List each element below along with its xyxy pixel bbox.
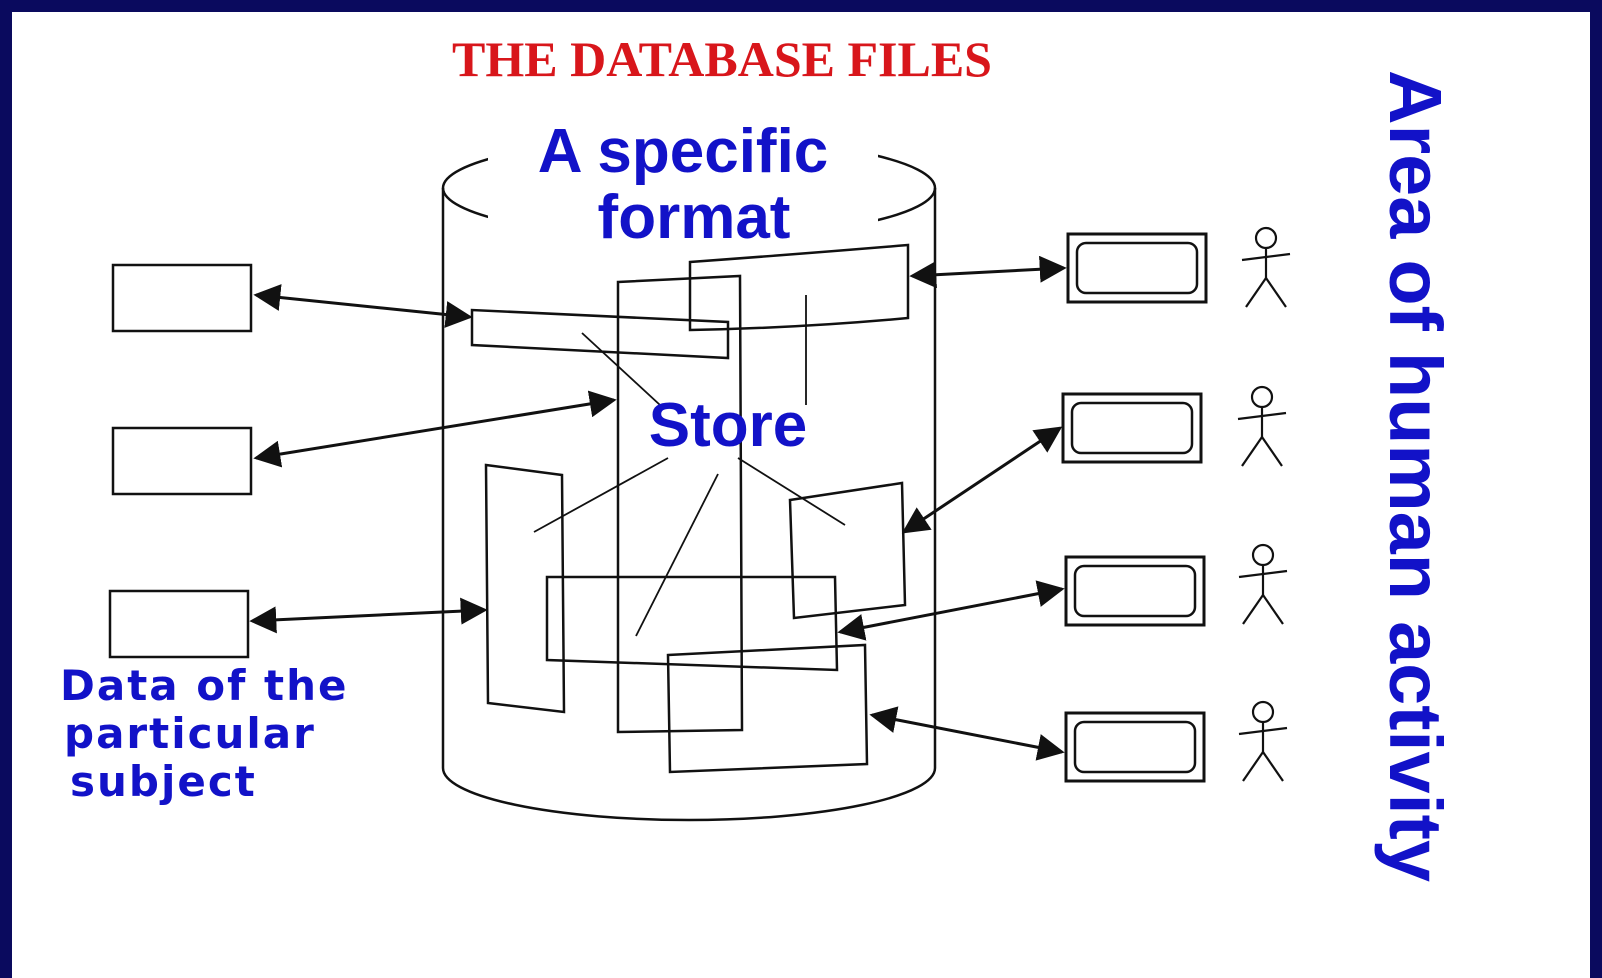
- person-icon-3: [1238, 543, 1288, 625]
- internal-file-shapes: [470, 243, 910, 774]
- arrow-db-to-terminal-1: [909, 255, 1067, 289]
- arrow-db-to-terminal-4: [869, 706, 1065, 761]
- right-arrows: [837, 255, 1067, 761]
- terminal-4: [1064, 711, 1206, 783]
- data-box-1: [111, 263, 253, 333]
- file-shape-mid-right: [788, 481, 907, 620]
- subject-label-line2: particular: [64, 709, 316, 758]
- person-icon-4: [1238, 700, 1288, 782]
- terminal-1: [1066, 232, 1208, 304]
- people: [1237, 226, 1291, 782]
- format-label-line1: A specific: [538, 117, 829, 186]
- cylinder-bottom-curve: [441, 767, 937, 822]
- file-shape-top-right: [688, 243, 910, 332]
- arrow-box2-to-db: [253, 390, 617, 468]
- subject-label-line3: subject: [70, 757, 257, 806]
- data-box-3: [108, 589, 250, 659]
- arrow-db-to-terminal-2: [901, 426, 1063, 534]
- file-shape-tall-center: [616, 274, 744, 734]
- diagram-title: THE DATABASE FILES: [452, 31, 992, 87]
- person-icon-2: [1237, 385, 1287, 467]
- side-label-area-of-human-activity: Area of human activity: [1374, 70, 1457, 882]
- left-arrows: [249, 284, 617, 634]
- file-shape-bottom-right: [666, 643, 869, 774]
- subject-label: Data of the particular subject: [60, 661, 348, 806]
- person-icon-1: [1241, 226, 1291, 308]
- store-pointer-lines: [533, 295, 846, 637]
- store-label: Store: [649, 391, 807, 460]
- terminal-3: [1064, 555, 1206, 627]
- format-label-backdrop: [488, 125, 878, 245]
- arrow-box3-to-db: [249, 597, 488, 634]
- terminal-2: [1061, 392, 1203, 464]
- terminals: [1061, 232, 1208, 783]
- data-box-2: [111, 426, 253, 496]
- file-shape-top-left: [470, 308, 730, 360]
- arrow-box1-to-db: [253, 284, 473, 328]
- format-label-line2: format: [598, 183, 791, 252]
- subject-label-line1: Data of the: [60, 661, 348, 710]
- file-shape-tall-left: [484, 463, 566, 714]
- file-shape-wide-lower: [545, 575, 839, 672]
- arrow-db-to-terminal-3: [837, 580, 1065, 641]
- subject-data-boxes: [108, 263, 253, 659]
